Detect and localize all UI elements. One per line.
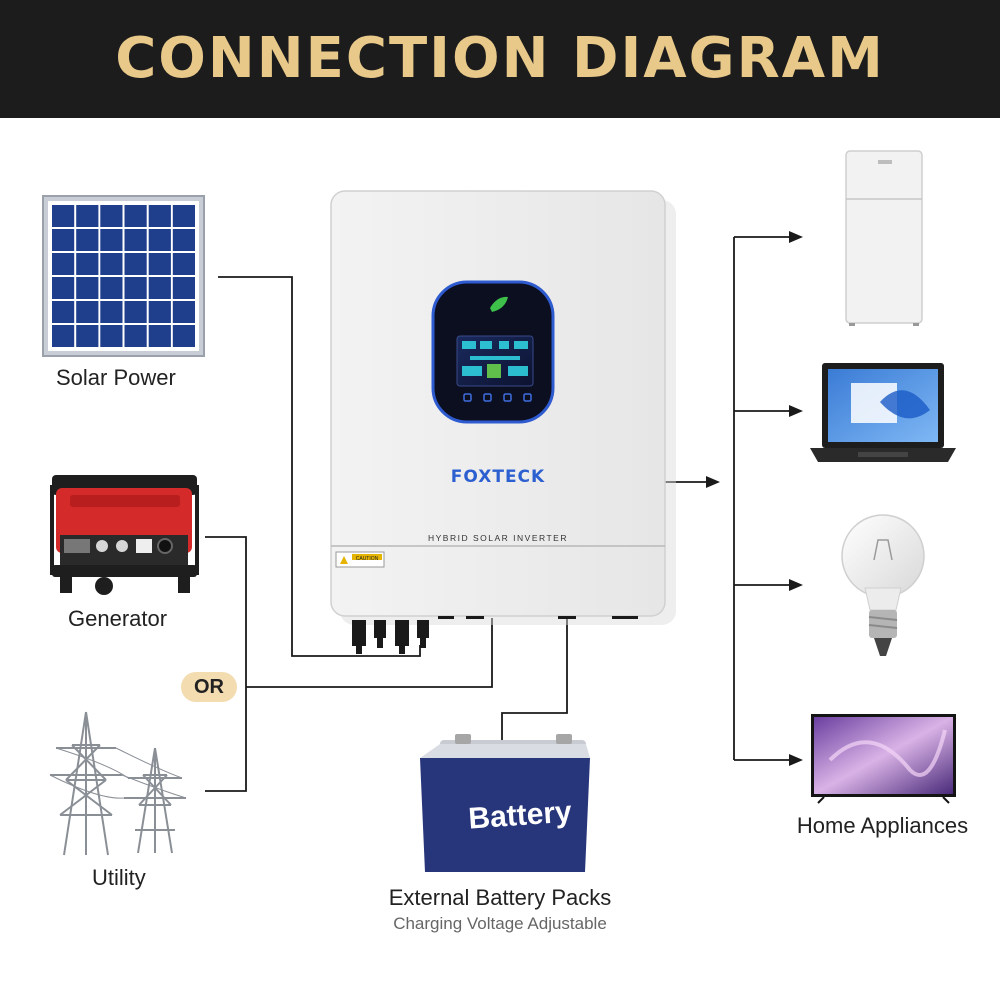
solar-cell: [76, 301, 99, 323]
solar-cell: [100, 229, 123, 251]
solar-cell: [52, 205, 75, 227]
or-badge: OR: [181, 672, 237, 702]
solar-cell: [148, 277, 171, 299]
solar-cell: [148, 253, 171, 275]
home-appliances-label: Home Appliances: [796, 813, 969, 838]
external-battery-title: External Battery Packs: [388, 885, 612, 910]
solar-cell: [100, 277, 123, 299]
utility-towers: [49, 711, 187, 856]
solar-cell: [76, 253, 99, 275]
laptop-arrow: [789, 405, 803, 417]
solar-cell: [100, 253, 123, 275]
solar-cell: [148, 229, 171, 251]
solar-cells: [52, 205, 195, 347]
generator: [50, 475, 199, 595]
inverter-terminals: [352, 616, 638, 654]
generator-line: [205, 536, 247, 792]
solar-line: [218, 276, 421, 657]
solar-cell: [124, 325, 147, 347]
solar-cell: [172, 277, 195, 299]
solar-cell: [52, 253, 75, 275]
solar-cell: [76, 325, 99, 347]
refrigerator-icon: [845, 150, 923, 326]
inverter: [330, 190, 676, 654]
solar-cell: [148, 325, 171, 347]
solar-cell: [100, 205, 123, 227]
battery-text: Battery: [467, 795, 573, 835]
arrowheads: [706, 231, 803, 766]
solar-cell: [52, 325, 75, 347]
solar-cell: [172, 253, 195, 275]
solar-cell: [172, 205, 195, 227]
inverter-model: HYBRID SOLAR INVERTER: [428, 533, 568, 543]
solar-cell: [52, 277, 75, 299]
inverter-output-arrow: [706, 476, 720, 488]
generator-label: Generator: [68, 606, 168, 631]
solar-cell: [52, 229, 75, 251]
laptop-icon: [810, 363, 956, 462]
battery-icon: [420, 734, 590, 872]
television-icon: [811, 714, 956, 804]
leaf-icon: [490, 296, 508, 312]
tv-arrow: [789, 754, 803, 766]
fridge-arrow: [789, 231, 803, 243]
caution-text: CAUTION: [356, 556, 379, 562]
solar-cell: [100, 325, 123, 347]
battery-subtitle: Charging Voltage Adjustable: [393, 914, 607, 933]
solar-cell: [124, 253, 147, 275]
solar-cell: [148, 301, 171, 323]
solar-cell: [76, 205, 99, 227]
solar-cell: [172, 301, 195, 323]
utility-label: Utility: [92, 865, 146, 890]
header-bar: CONNECTION DIAGRAM: [0, 0, 1000, 118]
battery-line: [501, 618, 568, 752]
solar-cell: [124, 229, 147, 251]
solar-cell: [124, 277, 147, 299]
light-bulb-icon: [841, 514, 925, 656]
solar-cell: [52, 301, 75, 323]
solar-cell: [148, 205, 171, 227]
solar-cell: [172, 229, 195, 251]
inverter-brand: FOXTECK: [451, 467, 545, 487]
bulb-arrow: [789, 579, 803, 591]
solar-panel: [42, 195, 205, 357]
solar-cell: [76, 229, 99, 251]
inverter-buttons: [463, 393, 532, 402]
solar-cell: [172, 325, 195, 347]
grid-line: [246, 618, 493, 688]
page-title: CONNECTION DIAGRAM: [115, 26, 885, 91]
connection-lines: [205, 236, 790, 792]
solar-cell: [124, 301, 147, 323]
solar-cell: [124, 205, 147, 227]
solar-cell: [100, 301, 123, 323]
solar-cell: [76, 277, 99, 299]
solar-power-label: Solar Power: [56, 365, 176, 390]
